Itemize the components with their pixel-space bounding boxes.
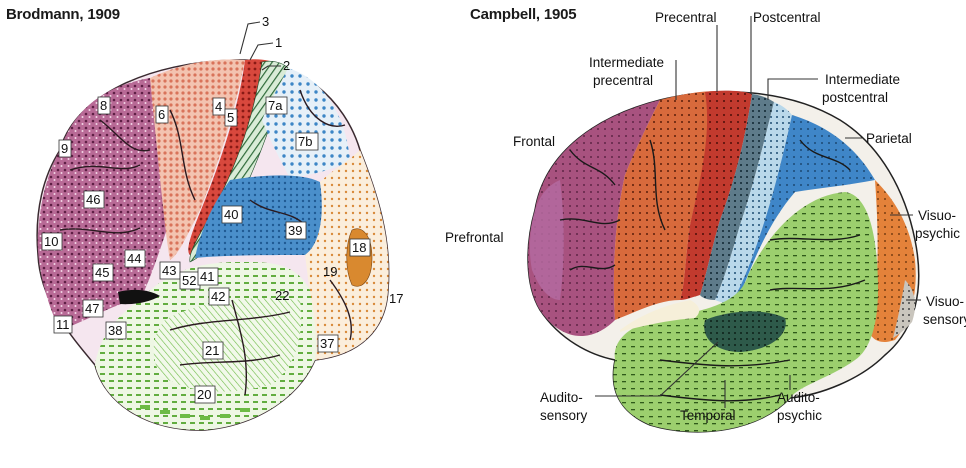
label-precentral: Precentral [655, 10, 717, 25]
area-label-46: 46 [86, 192, 100, 207]
area-label-8: 8 [100, 98, 107, 113]
area-18-region [347, 229, 372, 287]
label-audito-psychic-2: psychic [777, 408, 822, 423]
area-label-20: 20 [197, 387, 211, 402]
area-label-47: 47 [85, 301, 99, 316]
label-frontal: Frontal [513, 134, 555, 149]
area-label-37: 37 [320, 336, 334, 351]
area-label-42: 42 [211, 289, 225, 304]
brodmann-brain: 3 1 2 4 5 6 7a 7b 8 [37, 14, 403, 430]
area-label-3: 3 [262, 14, 269, 29]
area-label-19: 19 [323, 264, 337, 279]
campbell-brain: Precentral Postcentral Intermediate prec… [445, 10, 966, 432]
area-label-18: 18 [352, 240, 366, 255]
label-visuo-sensory-1: Visuo- [926, 294, 964, 309]
area-label-40: 40 [224, 207, 238, 222]
label-audito-psychic-1: Audito- [777, 390, 820, 405]
area-label-5: 5 [227, 110, 234, 125]
area-label-11: 11 [56, 317, 70, 332]
label-visuo-sensory-2: sensory [923, 312, 966, 327]
area-label-4: 4 [215, 99, 222, 114]
area-label-17: 17 [389, 291, 403, 306]
area-label-22: 22 [275, 288, 289, 303]
label-intermediate-postcentral-1: Intermediate [825, 72, 900, 87]
area-label-41: 41 [200, 269, 214, 284]
area-label-39: 39 [288, 223, 302, 238]
label-parietal: Parietal [866, 131, 912, 146]
area-label-9: 9 [61, 141, 68, 156]
area-label-43: 43 [162, 263, 176, 278]
area-label-6: 6 [158, 107, 165, 122]
label-intermediate-postcentral-2: postcentral [822, 90, 888, 105]
area-label-2: 2 [283, 58, 290, 73]
label-postcentral: Postcentral [753, 10, 821, 25]
area-label-7a: 7a [268, 98, 283, 113]
label-intermediate-precentral-1: Intermediate [589, 55, 664, 70]
label-visuo-psychic-1: Visuo- [918, 208, 956, 223]
area-label-52: 52 [182, 273, 196, 288]
area-label-44: 44 [127, 251, 141, 266]
label-intermediate-precentral-2: precentral [593, 73, 653, 88]
area-label-21: 21 [205, 343, 219, 358]
area-label-10: 10 [44, 234, 58, 249]
label-prefrontal: Prefrontal [445, 230, 504, 245]
label-audito-sensory-1: Audito- [540, 390, 583, 405]
label-audito-sensory-2: sensory [540, 408, 588, 423]
area-label-7b: 7b [298, 134, 312, 149]
area-label-38: 38 [108, 323, 122, 338]
area-label-1: 1 [275, 35, 282, 50]
label-temporal: Temporal [680, 408, 736, 423]
area-label-45: 45 [95, 265, 109, 280]
label-visuo-psychic-2: psychic [915, 226, 960, 241]
